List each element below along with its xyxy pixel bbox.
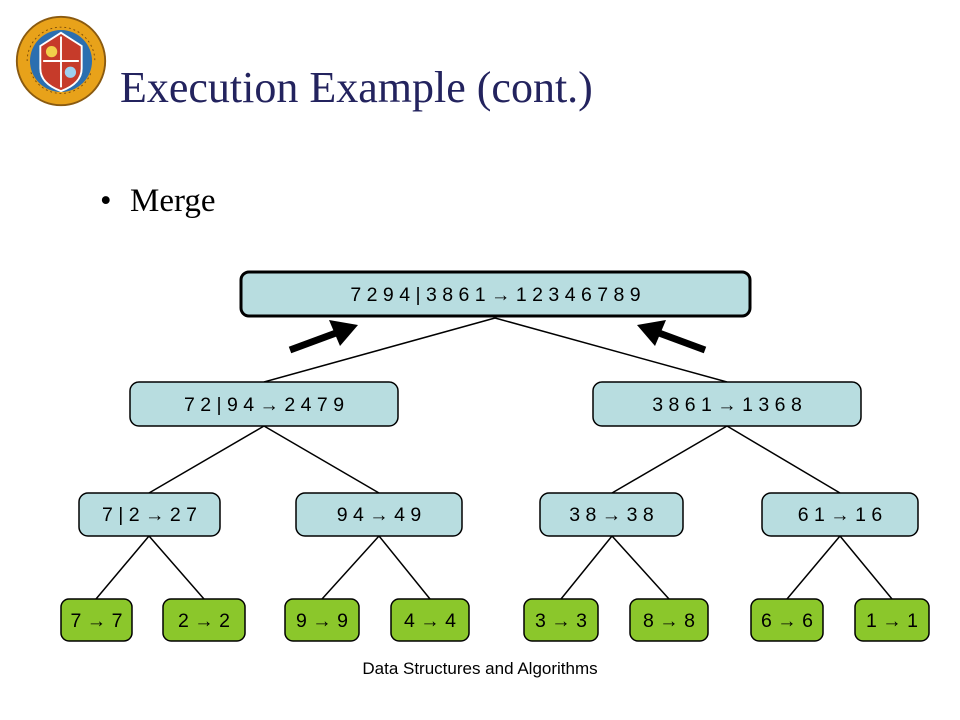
leaf-node-label: 6 → 6 bbox=[761, 610, 813, 632]
tree-edge bbox=[378, 535, 431, 600]
leaf-node: 9 → 9 bbox=[284, 598, 360, 642]
tree-edge bbox=[263, 425, 380, 494]
slide-footer: Data Structures and Algorithms bbox=[362, 659, 598, 678]
level1-node-right: 3 8 6 1 → 1 3 6 8 bbox=[592, 381, 862, 427]
tree-edge bbox=[494, 317, 728, 383]
level2-node: 6 1 → 1 6 bbox=[761, 492, 919, 537]
level1-node-left: 7 2 | 9 4 → 2 4 7 9 bbox=[129, 381, 399, 427]
level2-node-label: 9 4 → 4 9 bbox=[337, 504, 422, 526]
level2-node: 7 | 2 → 2 7 bbox=[78, 492, 221, 537]
root-node: 7 2 9 4 | 3 8 6 1 → 1 2 3 4 6 7 8 9 bbox=[239, 270, 752, 318]
level1-node-label: 3 8 6 1 → 1 3 6 8 bbox=[652, 394, 802, 416]
tree-edges bbox=[95, 317, 893, 600]
level2-node: 3 8 → 3 8 bbox=[539, 492, 684, 537]
university-crest-icon bbox=[15, 15, 107, 107]
tree-edge bbox=[786, 535, 841, 600]
level1-node-label: 7 2 | 9 4 → 2 4 7 9 bbox=[184, 394, 344, 416]
leaf-node: 2 → 2 bbox=[162, 598, 246, 642]
bullet-text: Merge bbox=[130, 183, 216, 219]
tree-edge bbox=[263, 317, 496, 383]
level2-node: 9 4 → 4 9 bbox=[295, 492, 463, 537]
leaf-node: 6 → 6 bbox=[750, 598, 824, 642]
slide-title: Execution Example (cont.) bbox=[120, 63, 593, 112]
bullet-item: • Merge bbox=[100, 183, 216, 220]
leaf-node-label: 1 → 1 bbox=[866, 610, 918, 632]
leaf-node-label: 3 → 3 bbox=[535, 610, 587, 632]
leaf-node-label: 9 → 9 bbox=[296, 610, 348, 632]
level2-node-label: 3 8 → 3 8 bbox=[569, 504, 654, 526]
tree-edge bbox=[148, 535, 205, 600]
level2-node-label: 6 1 → 1 6 bbox=[798, 504, 883, 526]
leaf-node-label: 2 → 2 bbox=[178, 610, 230, 632]
leaf-node: 7 → 7 bbox=[60, 598, 133, 642]
tree-edge bbox=[611, 535, 670, 600]
level2-node-label: 7 | 2 → 2 7 bbox=[102, 504, 197, 526]
tree-edge bbox=[611, 425, 728, 494]
tree-edge bbox=[321, 535, 380, 600]
leaf-node: 8 → 8 bbox=[629, 598, 709, 642]
bullet-dot: • bbox=[100, 183, 112, 219]
tree-edge bbox=[839, 535, 893, 600]
leaf-node-label: 8 → 8 bbox=[643, 610, 695, 632]
leaf-node: 4 → 4 bbox=[390, 598, 470, 642]
tree-edge bbox=[148, 425, 265, 494]
merge-arrow-left bbox=[288, 320, 358, 354]
tree-edge bbox=[726, 425, 841, 494]
leaf-node-label: 4 → 4 bbox=[404, 610, 456, 632]
tree-edge bbox=[95, 535, 150, 600]
leaf-node-label: 7 → 7 bbox=[70, 610, 122, 632]
tree-edge bbox=[560, 535, 613, 600]
leaf-node: 3 → 3 bbox=[523, 598, 599, 642]
root-node-label: 7 2 9 4 | 3 8 6 1 → 1 2 3 4 6 7 8 9 bbox=[350, 284, 640, 306]
leaf-node: 1 → 1 bbox=[854, 598, 930, 642]
merge-arrow-right bbox=[637, 320, 707, 354]
